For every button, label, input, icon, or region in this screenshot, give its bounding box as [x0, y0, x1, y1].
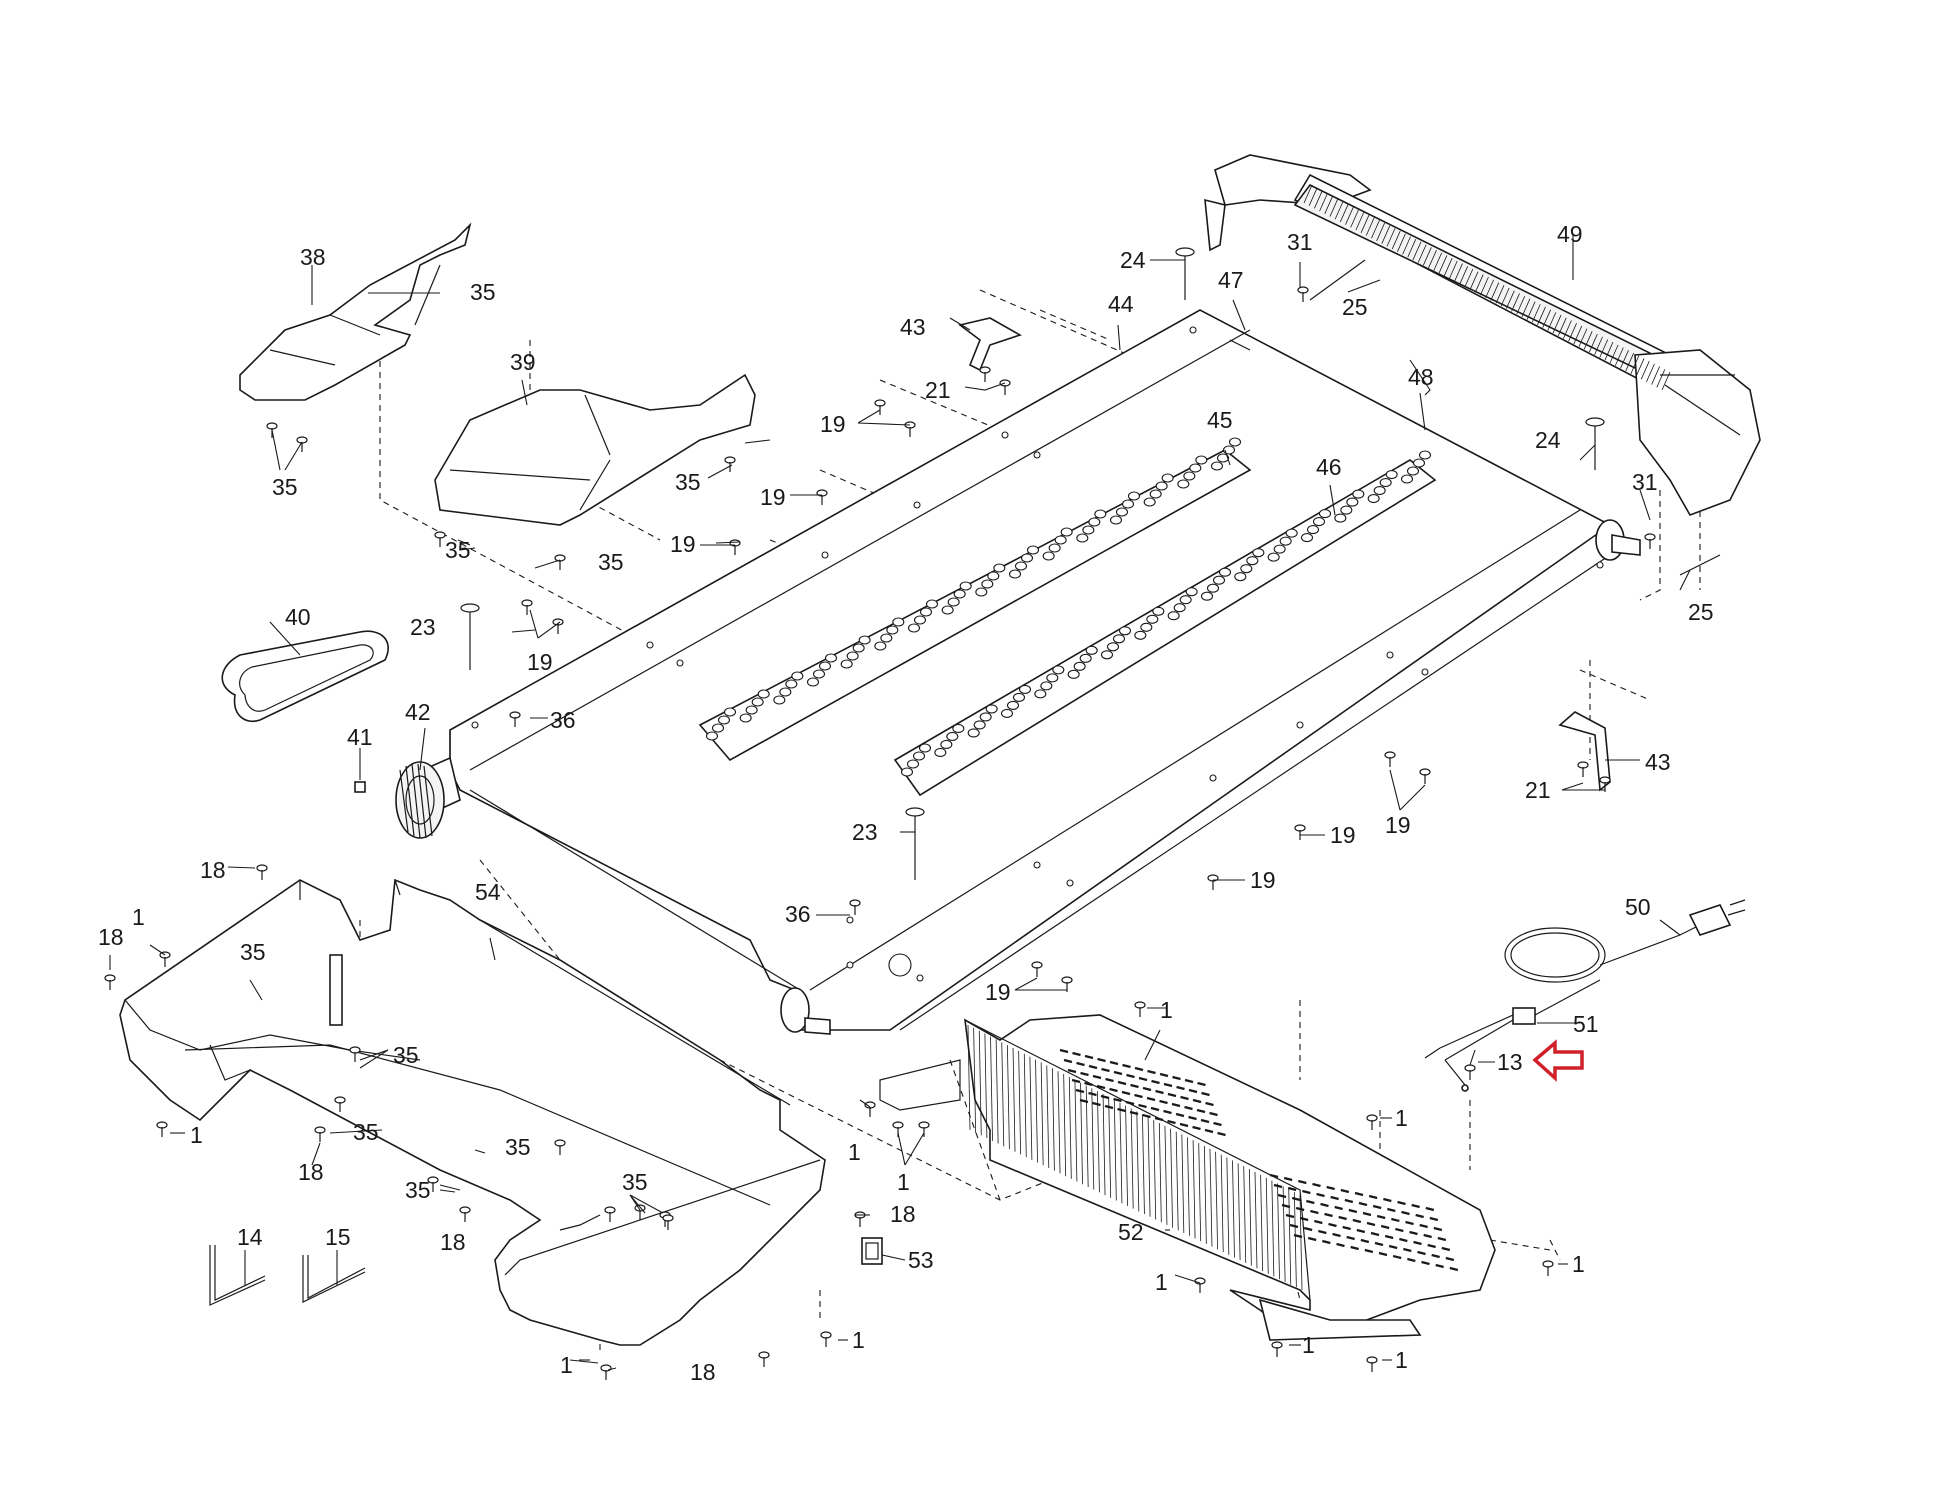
callout-50: 50: [1625, 894, 1651, 920]
callout-52: 52: [1118, 1219, 1144, 1245]
callout-19: 19: [1385, 812, 1411, 838]
tray-ribs: [967, 1024, 1303, 1291]
hood-piece-38: [239, 222, 472, 401]
motor-hood: [119, 878, 826, 1346]
leader-lines: [109, 235, 1691, 1371]
callout-18: 18: [200, 857, 226, 883]
callout-31: 31: [1632, 469, 1658, 495]
callout-1: 1: [1160, 997, 1173, 1023]
callout-24: 24: [1535, 427, 1561, 453]
switch: [861, 1237, 883, 1265]
callout-35: 35: [353, 1119, 379, 1145]
callout-35: 35: [470, 279, 496, 305]
callout-1: 1: [1155, 1269, 1168, 1295]
callout-41: 41: [347, 724, 373, 750]
callout-42: 42: [405, 699, 431, 725]
callout-18: 18: [298, 1159, 324, 1185]
callout-35: 35: [445, 537, 471, 563]
callout-1: 1: [848, 1139, 861, 1165]
drive-belt: [221, 630, 389, 722]
callout-18: 18: [98, 924, 124, 950]
deck-holes: [471, 326, 1604, 982]
callout-19: 19: [760, 484, 786, 510]
callout-18: 18: [690, 1359, 716, 1385]
rail-holes: [705, 437, 1432, 777]
callout-1: 1: [190, 1122, 203, 1148]
bracket-43-top: [958, 317, 1022, 372]
callout-47: 47: [1218, 267, 1244, 293]
power-cord: [1424, 899, 1746, 1092]
callout-19: 19: [1250, 867, 1276, 893]
callout-1: 1: [132, 904, 145, 930]
callout-23: 23: [410, 614, 436, 640]
callout-1: 1: [1572, 1251, 1585, 1277]
callout-18: 18: [440, 1229, 466, 1255]
foot-rail-left: [698, 449, 1252, 762]
callout-53: 53: [908, 1247, 934, 1273]
callout-45: 45: [1207, 407, 1233, 433]
callout-54: 54: [475, 879, 501, 905]
callout-35: 35: [505, 1134, 531, 1160]
callout-35: 35: [675, 469, 701, 495]
callout-40: 40: [285, 604, 311, 630]
callout-46: 46: [1316, 454, 1342, 480]
callout-1: 1: [1302, 1332, 1315, 1358]
callout-36: 36: [785, 901, 811, 927]
callout-35: 35: [622, 1169, 648, 1195]
callout-numbers: 38 35 35 39 35 35 35 40 23 19 36 42 41 4…: [98, 221, 1714, 1385]
tray-vents: [1059, 1048, 1459, 1272]
callout-31: 31: [1287, 229, 1313, 255]
left-arrow-icon: [1532, 1039, 1584, 1082]
callout-19: 19: [1330, 822, 1356, 848]
callout-1: 1: [897, 1169, 910, 1195]
callout-48: 48: [1408, 364, 1434, 390]
callout-35: 35: [598, 549, 624, 575]
callout-36: 36: [550, 707, 576, 733]
hood-piece-39: [434, 373, 756, 526]
allen-wrenches: [209, 1245, 366, 1306]
foot-rail-right: [893, 459, 1437, 797]
callout-44: 44: [1108, 291, 1134, 317]
callout-24: 24: [1120, 247, 1146, 273]
callout-35: 35: [272, 474, 298, 500]
bracket-43-right: [1558, 711, 1611, 792]
callout-21: 21: [1525, 777, 1551, 803]
callout-43: 43: [1645, 749, 1671, 775]
callout-1: 1: [560, 1352, 573, 1378]
callout-19: 19: [820, 411, 846, 437]
callout-43: 43: [900, 314, 926, 340]
front-roller: [354, 756, 461, 839]
callout-21: 21: [925, 377, 951, 403]
callout-35: 35: [240, 939, 266, 965]
callout-25: 25: [1688, 599, 1714, 625]
callout-19: 19: [670, 531, 696, 557]
callout-18: 18: [890, 1201, 916, 1227]
endcap-ribs: [1303, 184, 1671, 391]
bottom-tray: [879, 1014, 1496, 1341]
callout-39: 39: [510, 349, 536, 375]
bolts: [460, 247, 1721, 880]
callout-13: 13: [1497, 1049, 1523, 1075]
callout-49: 49: [1557, 221, 1583, 247]
callout-38: 38: [300, 244, 326, 270]
callout-15: 15: [325, 1224, 351, 1250]
callout-35: 35: [393, 1042, 419, 1068]
callout-51: 51: [1573, 1011, 1599, 1037]
callout-14: 14: [237, 1224, 263, 1250]
callout-19: 19: [985, 979, 1011, 1005]
rear-roller: [780, 519, 1641, 1035]
callout-1: 1: [1395, 1105, 1408, 1131]
callout-1: 1: [852, 1327, 865, 1353]
callout-35: 35: [405, 1177, 431, 1203]
callout-19: 19: [527, 649, 553, 675]
callout-23: 23: [852, 819, 878, 845]
rear-endcap: [1204, 154, 1761, 516]
callout-1: 1: [1395, 1347, 1408, 1373]
callout-25: 25: [1342, 294, 1368, 320]
